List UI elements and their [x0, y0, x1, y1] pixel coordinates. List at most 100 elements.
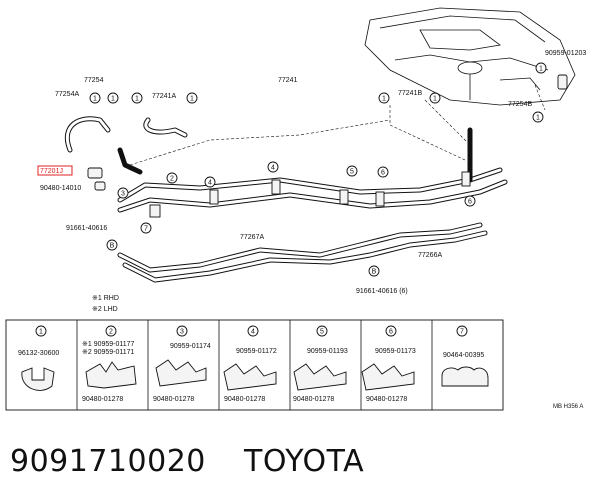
- band-clamp-icon: [21, 367, 55, 391]
- svg-text:7: 7: [460, 329, 464, 336]
- callout-4a: 4: [204, 176, 216, 188]
- svg-text:90480-01278: 90480-01278: [293, 396, 334, 403]
- svg-text:2: 2: [170, 176, 174, 183]
- svg-text:4: 4: [208, 180, 212, 187]
- svg-text:5: 5: [350, 169, 354, 176]
- svg-text:1: 1: [111, 96, 115, 103]
- svg-text:6: 6: [389, 329, 393, 336]
- svg-text:1: 1: [39, 329, 43, 336]
- svg-text:90959-01174: 90959-01174: [170, 343, 211, 350]
- brand-caption: TOYOTA: [243, 444, 364, 479]
- svg-text:1: 1: [135, 96, 139, 103]
- svg-text:B: B: [110, 243, 115, 250]
- svg-text:3: 3: [121, 191, 125, 198]
- table-cell-7: 7 90464-00395: [441, 325, 489, 387]
- table-cell-2: 2 ※1 90959-01177 ※2 90959-01171 90480-01…: [82, 325, 137, 403]
- svg-text:90464-00395: 90464-00395: [443, 352, 484, 359]
- label-90480-14010: 90480-14010: [40, 185, 81, 192]
- pipe-clamps: [149, 171, 471, 218]
- svg-text:6: 6: [468, 199, 472, 206]
- svg-text:90959-01193: 90959-01193: [307, 348, 348, 355]
- callout-7: 7: [140, 222, 152, 234]
- label-77267a: 77267A: [240, 234, 264, 241]
- callout-1e: 1: [378, 92, 390, 104]
- clamp-icon: [155, 359, 207, 387]
- label-77241b: 77241B: [398, 90, 422, 97]
- fuel-pipes: [117, 127, 508, 283]
- callout-1b: 1: [107, 92, 119, 104]
- svg-text:96132-30600: 96132-30600: [18, 350, 59, 357]
- table-cell-6: 6 90959-01173 90480-01278: [361, 325, 416, 403]
- svg-text:90480-01278: 90480-01278: [366, 396, 407, 403]
- label-lhd: ※2 LHD: [92, 306, 118, 313]
- callout-2: 2: [166, 172, 178, 184]
- highlight-box: [37, 165, 73, 176]
- label-77241: 77241: [278, 77, 298, 84]
- callout-3: 3: [117, 187, 129, 199]
- grommet-icon: [441, 366, 489, 387]
- label-77254b: 77254B: [508, 101, 532, 108]
- svg-text:90480-01278: 90480-01278: [224, 396, 265, 403]
- clamp-icon: [361, 363, 415, 391]
- svg-text:※2 90959-01171: ※2 90959-01171: [82, 349, 135, 356]
- label-77241a: 77241A: [152, 93, 176, 100]
- svg-text:1: 1: [93, 96, 97, 103]
- part-number-caption: 9091710020: [10, 444, 206, 479]
- svg-text:90959-01173: 90959-01173: [375, 348, 416, 355]
- label-rhd: ※1 RHD: [92, 295, 119, 302]
- diagram-code: MB H356 A: [553, 404, 583, 410]
- callout-6b: 6: [464, 195, 476, 207]
- svg-text:2: 2: [109, 329, 113, 336]
- fuel-tank: [364, 7, 576, 106]
- label-77266a: 77266A: [418, 252, 442, 259]
- svg-text:4: 4: [271, 165, 275, 172]
- label-91661-40616: 91661-40616: [66, 225, 107, 232]
- hoses: [64, 74, 568, 191]
- callout-1a: 1: [89, 92, 101, 104]
- label-77254a: 77254A: [55, 91, 79, 98]
- svg-text:90480-01278: 90480-01278: [153, 396, 194, 403]
- svg-text:90959-01172: 90959-01172: [236, 348, 277, 355]
- svg-text:5: 5: [320, 329, 324, 336]
- table-cell-5: 5 90959-01193 90480-01278: [293, 325, 348, 403]
- svg-text:1: 1: [536, 115, 540, 122]
- callout-1f: 1: [429, 92, 441, 104]
- svg-text:B: B: [372, 269, 377, 276]
- clamp-icon: [85, 361, 137, 389]
- label-91661-40616-6: 91661-40616 (6): [356, 288, 408, 295]
- callout-b-b: B: [368, 265, 380, 277]
- callout-5: 5: [346, 165, 358, 177]
- svg-text:7: 7: [144, 226, 148, 233]
- diagram-callouts: 1 1 1 1 1 1 1 1 2 3 4 4 5 6 6 7 B B: [89, 62, 547, 277]
- svg-text:※1 90959-01177: ※1 90959-01177: [82, 341, 135, 348]
- svg-text:1: 1: [190, 96, 194, 103]
- svg-text:90480-01278: 90480-01278: [82, 396, 123, 403]
- label-77254: 77254: [84, 77, 104, 84]
- table-cell-3: 3 90959-01174 90480-01278: [153, 325, 211, 403]
- table-cell-1: 1 96132-30600: [18, 325, 59, 391]
- callout-1c: 1: [131, 92, 143, 104]
- label-90959-01203: 90959-01203: [545, 50, 586, 57]
- svg-text:6: 6: [381, 170, 385, 177]
- callout-1h: 1: [532, 111, 544, 123]
- fuel-filter-icon: [87, 167, 103, 179]
- clamp-icon: [223, 363, 277, 391]
- svg-text:1: 1: [433, 96, 437, 103]
- caption: 9091710020 TOYOTA: [10, 444, 364, 479]
- clamp-icon: [293, 363, 347, 391]
- label-77201j: 77201J: [40, 168, 63, 175]
- svg-text:1: 1: [382, 96, 386, 103]
- part-labels: 77254 77254A 77241 77241A 77241B 77254B …: [37, 50, 586, 410]
- svg-text:4: 4: [251, 329, 255, 336]
- clip-icon: [557, 74, 568, 90]
- leader-lines: [129, 84, 546, 166]
- svg-text:3: 3: [180, 329, 184, 336]
- callout-1g: 1: [535, 62, 547, 74]
- callout-b-a: B: [106, 239, 118, 251]
- table-cell-4: 4 90959-01172 90480-01278: [223, 325, 277, 403]
- callout-6a: 6: [377, 166, 389, 178]
- callout-4b: 4: [267, 161, 279, 173]
- svg-text:1: 1: [539, 66, 543, 73]
- parts-table: 1 96132-30600 2 ※1 90959-01177 ※2 90959-…: [5, 319, 504, 411]
